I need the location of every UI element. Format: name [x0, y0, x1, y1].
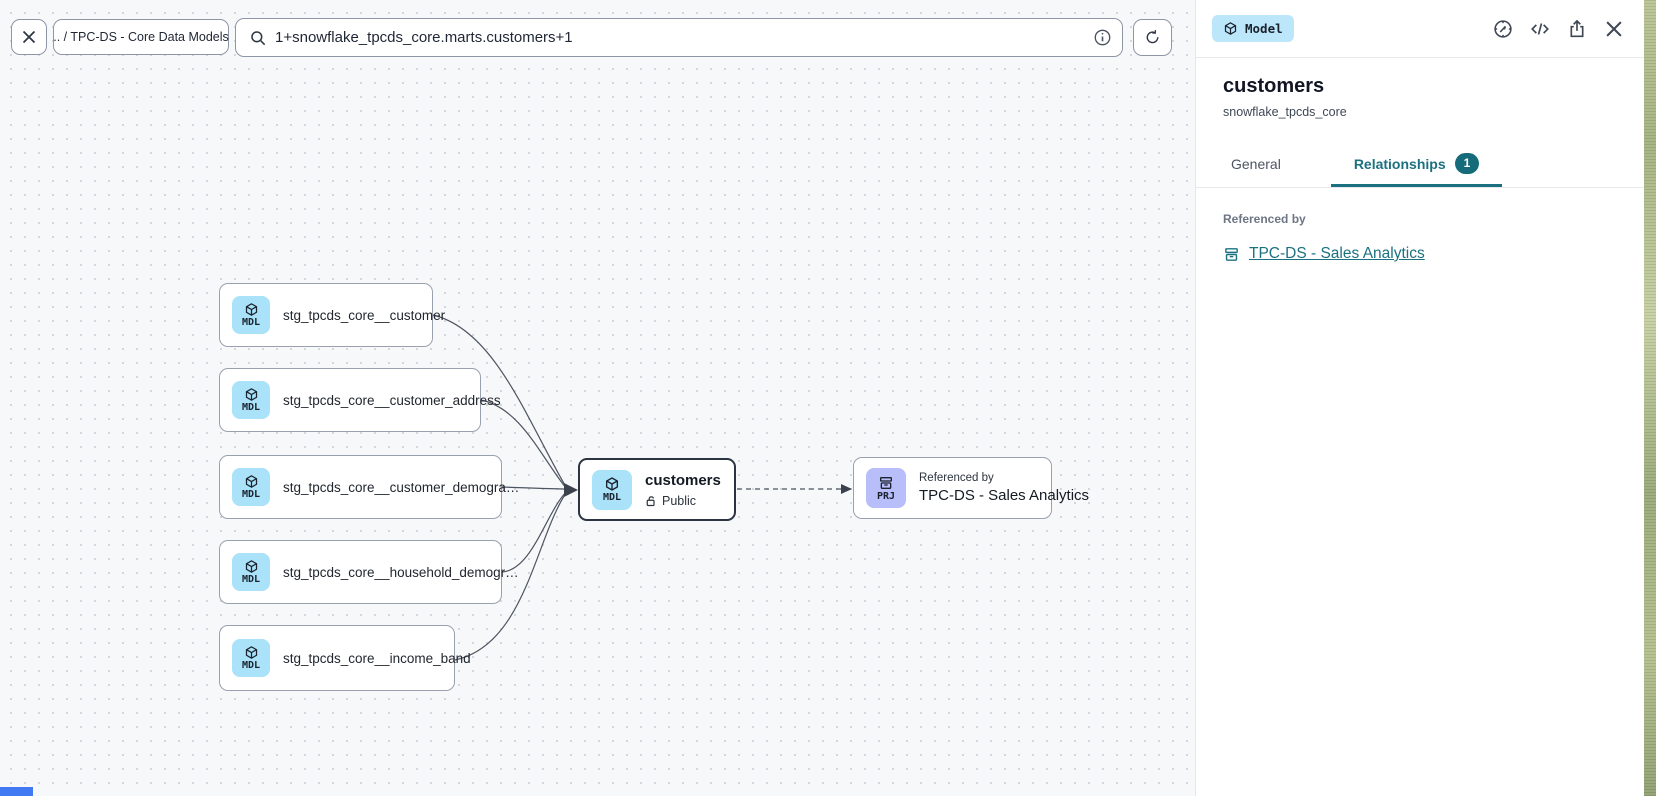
desktop-wallpaper-sliver	[1644, 0, 1656, 796]
model-type-icon: MDL	[592, 469, 632, 510]
node-stg-household-demographics[interactable]: MDL stg_tpcds_core__household_demogr…	[219, 540, 519, 604]
details-panel: Model customers snowflake_tpcds_core	[1195, 0, 1644, 796]
node-referencing-project[interactable]: PRJ Referenced by TPC-DS - Sales Analyti…	[853, 457, 1089, 519]
node-label: stg_tpcds_core__customer	[283, 307, 446, 323]
close-icon	[22, 30, 36, 44]
model-type-icon: MDL	[232, 553, 270, 591]
node-label: TPC-DS - Sales Analytics	[919, 487, 1090, 504]
search-input[interactable]	[275, 29, 1085, 46]
node-label: stg_tpcds_core__household_demogr…	[283, 564, 519, 580]
close-panel-button[interactable]	[1602, 17, 1626, 41]
relationships-count-badge: 1	[1454, 153, 1480, 174]
visibility-row: Public	[645, 494, 721, 508]
referenced-by-section: Referenced by TPC-DS - Sales Analytics	[1196, 188, 1644, 263]
node-stg-customer-address[interactable]: MDL stg_tpcds_core__customer_address	[219, 368, 501, 432]
refresh-lineage-button[interactable]	[1133, 19, 1172, 56]
node-label: stg_tpcds_core__income_band	[283, 650, 471, 666]
lineage-canvas[interactable]: MDL stg_tpcds_core__customer MDL stg_tpc…	[0, 0, 1195, 796]
search-icon	[251, 30, 266, 45]
cube-icon	[1224, 22, 1237, 35]
node-stg-customer[interactable]: MDL stg_tpcds_core__customer	[219, 283, 445, 347]
model-type-icon: MDL	[232, 639, 270, 677]
info-icon[interactable]	[1093, 28, 1112, 47]
node-caption: Referenced by	[919, 472, 994, 484]
share-button[interactable]	[1565, 17, 1589, 41]
refresh-icon	[1146, 30, 1159, 44]
bottom-left-blue-strip	[0, 787, 33, 796]
node-stg-income-band[interactable]: MDL stg_tpcds_core__income_band	[219, 625, 471, 691]
cube-icon	[245, 388, 257, 401]
drawer-icon	[1225, 247, 1238, 261]
breadcrumb[interactable]: .. / TPC-DS - Core Data Models	[53, 19, 229, 55]
lineage-edges	[432, 314, 852, 661]
model-type-icon: MDL	[232, 381, 270, 419]
close-icon	[1606, 20, 1622, 37]
referencing-project-link[interactable]: TPC-DS - Sales Analytics	[1223, 245, 1617, 263]
tab-general[interactable]: General	[1231, 156, 1281, 172]
model-type-icon: MDL	[232, 296, 270, 334]
close-lineage-button[interactable]	[11, 19, 47, 55]
compass-icon	[1494, 19, 1512, 38]
schema-subtitle: snowflake_tpcds_core	[1223, 105, 1347, 119]
cube-icon	[245, 560, 257, 573]
project-type-icon: PRJ	[866, 468, 906, 508]
cube-icon	[606, 477, 618, 491]
node-label: customers	[645, 471, 721, 489]
resource-title-block: customers snowflake_tpcds_core	[1196, 58, 1644, 119]
panel-actions	[1491, 17, 1626, 41]
drawer-icon	[880, 476, 892, 489]
node-label: stg_tpcds_core__customer_address	[283, 392, 501, 408]
panel-tabs: General Relationships 1	[1196, 146, 1644, 188]
view-code-button[interactable]	[1528, 17, 1552, 41]
panel-header: Model	[1196, 0, 1644, 58]
lineage-search[interactable]	[235, 18, 1123, 57]
tab-relationships[interactable]: Relationships 1	[1330, 153, 1503, 187]
node-customers-selected[interactable]: MDL customers Public	[578, 458, 736, 521]
node-label: stg_tpcds_core__customer_demogra…	[283, 479, 520, 495]
public-lock-icon	[646, 495, 655, 506]
explore-button[interactable]	[1491, 17, 1515, 41]
share-icon	[1570, 19, 1584, 37]
cube-icon	[245, 303, 257, 316]
cube-icon	[245, 646, 257, 659]
node-stg-customer-demographics[interactable]: MDL stg_tpcds_core__customer_demogra…	[219, 455, 519, 519]
section-heading: Referenced by	[1223, 212, 1306, 226]
code-icon	[1531, 22, 1549, 35]
model-type-icon: MDL	[232, 468, 270, 506]
page-title: customers	[1223, 75, 1325, 97]
resource-type-badge: Model	[1212, 15, 1294, 42]
cube-icon	[245, 475, 257, 488]
